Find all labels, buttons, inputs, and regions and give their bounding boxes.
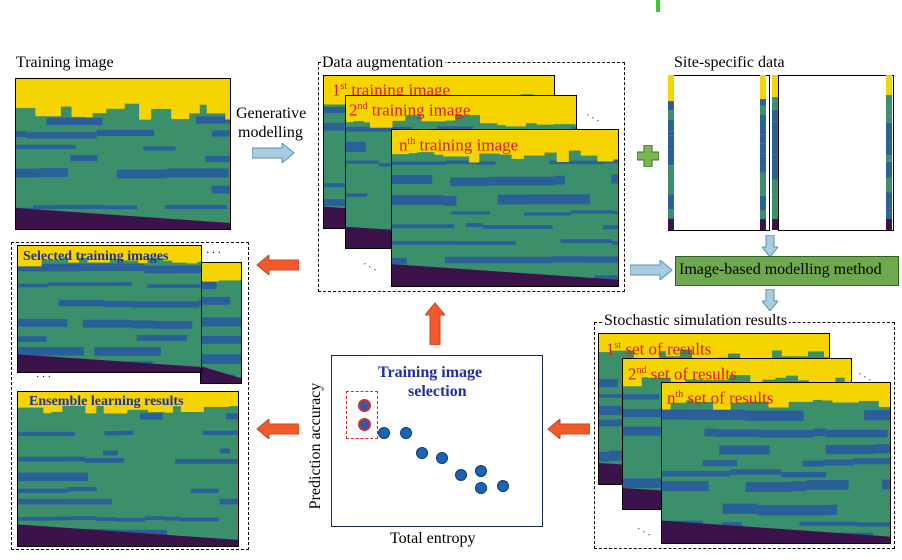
ensemble-panel [17,391,239,547]
selection-title-2: selection [408,383,467,400]
ensemble-label: Ensemble learning results [29,394,184,409]
borehole-3 [772,75,778,230]
selected-ellipsis-2: · · · [36,372,51,383]
selection-box [331,355,543,527]
arrow-down-icon [762,235,778,257]
aug-title-2: 2nd training image [349,100,471,120]
selected-point [358,399,371,412]
site-specific-label: Site-specific data [674,54,785,71]
arrow-left-icon-3 [256,255,299,275]
aug-title-3: nth training image [399,135,519,155]
scatter-point [400,427,412,439]
borehole-2 [760,75,766,230]
scatter-point [378,427,390,439]
generative-label-1: Generative [236,105,307,122]
image-based-label: Image-based modelling method [679,261,882,278]
site-specific-panel [668,75,770,231]
data-augmentation-label: Data augmentation [322,54,446,72]
selected-panel-2 [200,262,242,384]
stochastic-label: Stochastic simulation results [604,312,790,330]
arrow-left-icon-1 [547,419,590,439]
arrow-right-icon-2 [630,260,673,280]
selected-panel-1 [17,245,202,373]
aug-panel-3 [391,129,619,287]
selected-point [358,418,371,431]
training-image-panel [15,78,231,230]
arrow-down-icon-2 [762,289,778,311]
scatter-point [416,447,428,459]
selection-title-1: Training image [378,364,483,381]
selected-training-label: Selected training images [23,249,169,264]
plus-icon [637,145,659,167]
generative-label-2: modelling [238,124,303,141]
top-mark [656,0,660,12]
arrow-left-icon-2 [256,419,299,439]
x-axis-label: Total entropy [390,530,476,547]
arrow-right-icon [252,143,295,163]
selection-dashed-box [346,391,378,439]
scatter-point [436,452,448,464]
image-based-box [675,256,899,286]
res-title-1: 1st set of results [606,339,712,359]
arrow-up-icon [425,302,445,345]
borehole-4 [886,75,892,230]
res-panel-3 [661,382,891,544]
scatter-point [475,482,487,494]
site-specific-panel-2 [778,75,894,231]
y-axis-label: Prediction accuracy [307,382,324,510]
borehole-1 [668,75,674,230]
training-image-label: Training image [16,54,114,71]
scatter-point [497,480,509,492]
scatter-point [455,469,467,481]
res-title-2: 2nd set of results [628,364,737,384]
selected-training-box [11,242,249,550]
scatter-point [475,465,487,477]
data-augmentation-box [318,62,625,292]
res-title-3: nth set of results [667,388,774,408]
selected-ellipsis: · · · [206,248,221,259]
aug-title-1: 1st training image [332,80,451,100]
